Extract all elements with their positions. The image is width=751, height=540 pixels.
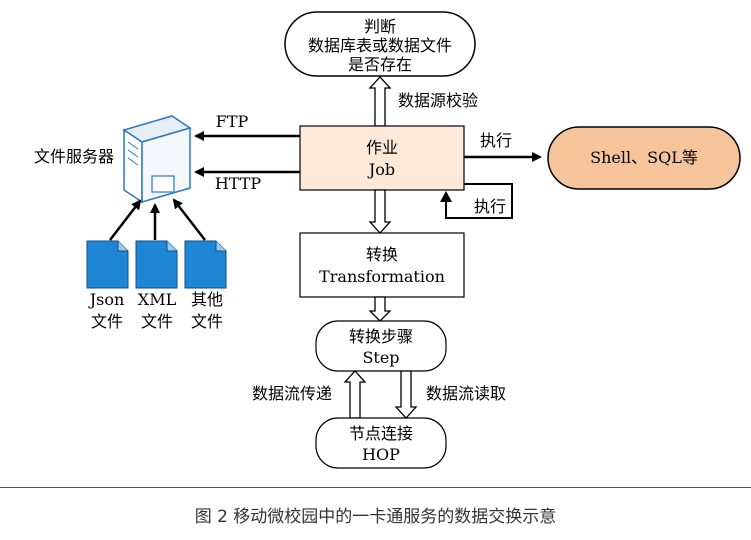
json-file-arrow xyxy=(109,199,142,241)
hop-line2: HOP xyxy=(362,445,400,464)
stream-pass-arrow xyxy=(343,370,367,419)
json-file-icon xyxy=(86,240,129,289)
execute-loop xyxy=(445,183,513,219)
xml-file-line2: 文件 xyxy=(141,312,173,331)
transformation-line1: 转换 xyxy=(366,245,398,264)
execute-label: 执行 xyxy=(480,131,512,150)
step-line2: Step xyxy=(362,348,399,367)
decision-line1: 数据库表或数据文件 xyxy=(308,36,452,55)
other-file-icon xyxy=(184,240,227,289)
decision-box xyxy=(284,11,476,77)
decision-line2: 是否存在 xyxy=(348,55,412,74)
decision-title: 判断 xyxy=(364,17,396,36)
http-label: HTTP xyxy=(215,174,262,193)
stream-read-arrow xyxy=(394,370,418,419)
hop-box xyxy=(315,417,447,469)
hop-line1: 节点连接 xyxy=(349,424,413,443)
file-server-label: 文件服务器 xyxy=(34,147,114,166)
execute-loop-label: 执行 xyxy=(474,197,506,216)
transformation-box xyxy=(299,232,465,298)
ftp-label: FTP xyxy=(216,112,249,131)
validation-arrow xyxy=(368,76,392,127)
stream-pass-label: 数据流传递 xyxy=(252,384,332,403)
step-box xyxy=(315,320,447,372)
job-line2: Job xyxy=(367,160,395,179)
job-to-transformation-arrow xyxy=(368,189,392,234)
xml-file-icon xyxy=(135,240,178,289)
execute-loop-arrowhead xyxy=(440,191,452,202)
json-file-line1: Json xyxy=(88,290,125,309)
caption-divider xyxy=(0,487,751,488)
step-line1: 转换步骤 xyxy=(349,327,413,346)
other-file-line2: 文件 xyxy=(191,312,223,331)
stream-read-label: 数据流读取 xyxy=(426,384,506,403)
transformation-to-step-arrow xyxy=(368,296,392,322)
shell-sql-node xyxy=(547,126,741,190)
transformation-line2: Transformation xyxy=(319,267,445,286)
shell-sql-label: Shell、SQL等 xyxy=(590,148,698,167)
other-file-line1: 其他 xyxy=(191,290,223,309)
validation-label: 数据源校验 xyxy=(398,91,478,110)
job-box xyxy=(299,125,465,191)
json-file-line2: 文件 xyxy=(91,312,123,331)
figure-caption: 图 2 移动微校园中的一卡通服务的数据交换示意 xyxy=(194,507,557,527)
other-file-arrow xyxy=(172,198,206,241)
xml-file-line1: XML xyxy=(138,290,177,309)
job-line1: 作业 xyxy=(366,138,398,157)
server-icon xyxy=(122,115,192,204)
